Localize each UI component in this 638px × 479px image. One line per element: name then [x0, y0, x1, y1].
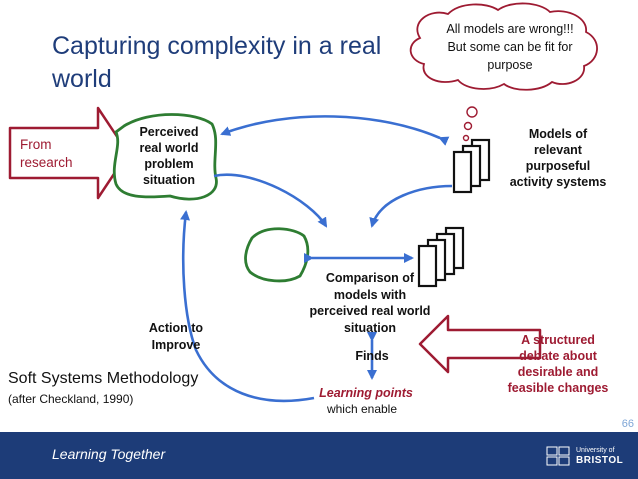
model-stack-middle — [417, 226, 465, 288]
action-label: Action to Improve — [148, 321, 204, 352]
footer-text: Learning Together — [52, 446, 166, 462]
from-research-arrow — [8, 106, 130, 200]
structured-debate-label: A structured debate about desirable and … — [507, 333, 609, 395]
perceived-situation-blob — [112, 113, 218, 201]
thought-bubble-cloud — [409, 2, 598, 91]
thought-bubble-text: All models are wrong!!! But some can be … — [446, 22, 574, 72]
arrow-action-to-situation — [180, 210, 315, 403]
model-stack-upper — [452, 138, 491, 194]
comparison-label: Comparison of models with perceived real… — [309, 271, 431, 335]
logo-line2: BRISTOL — [576, 455, 624, 466]
arrow-models-to-comparison — [369, 184, 453, 228]
logo-line1: University of — [576, 447, 615, 454]
arrow-models-to-situation — [220, 115, 450, 146]
footer-bar — [0, 432, 638, 479]
finds-label: Finds — [355, 349, 389, 363]
models-label: Models of relevant purposeful activity s… — [509, 127, 607, 189]
crest-icon — [546, 446, 570, 466]
from-research-label: From research — [20, 137, 73, 170]
structured-debate-arrow — [418, 314, 542, 374]
arrow-situation-to-comparison — [213, 173, 328, 228]
comparison-blob — [244, 227, 310, 283]
thought-bubble-dot — [466, 106, 478, 118]
ssm-citation: (after Checkland, 1990) — [8, 392, 134, 406]
slide-number: 66 — [621, 418, 634, 430]
thought-bubble-dot — [462, 134, 470, 142]
slide-title: Capturing complexity in a real world — [52, 32, 382, 93]
perceived-situation-label: Perceived real world problem situation — [139, 125, 199, 187]
which-enable-label: which enable — [326, 402, 398, 416]
learning-points-label: Learning points — [319, 386, 413, 400]
thought-bubble-dot — [463, 121, 473, 131]
ssm-title: Soft Systems Methodology — [8, 370, 199, 387]
